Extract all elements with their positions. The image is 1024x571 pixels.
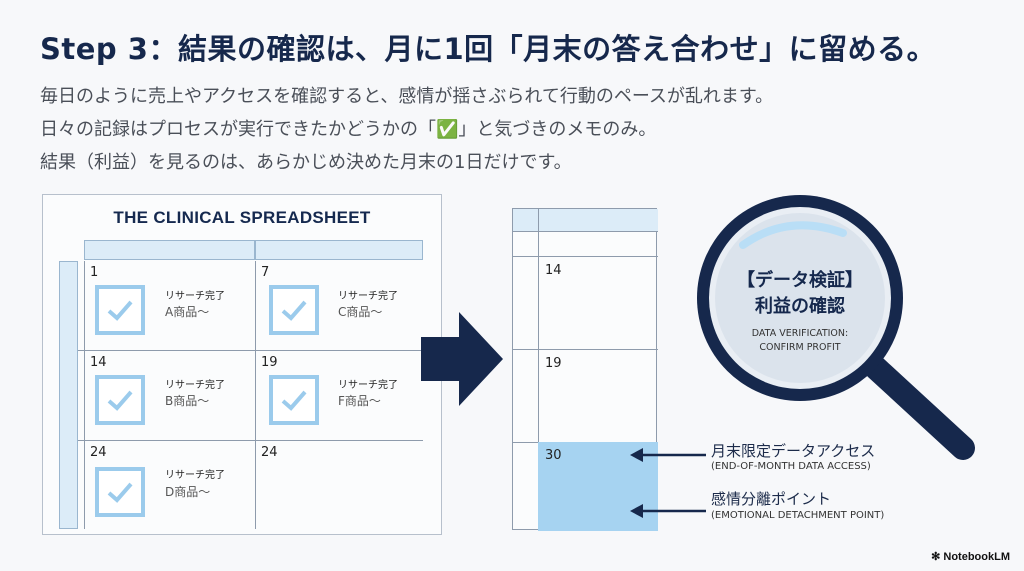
arrow-left-icon bbox=[630, 448, 706, 462]
cell-item: D商品〜 bbox=[165, 485, 211, 499]
magnifier-title-line2: 利益の確認 bbox=[755, 296, 845, 317]
magnifying-glass-icon bbox=[697, 195, 975, 460]
cell-day: 7 bbox=[261, 265, 270, 280]
grid-line bbox=[538, 209, 539, 531]
grid-line bbox=[84, 261, 85, 529]
cell-status: リサーチ完了 bbox=[165, 380, 225, 391]
cell-day: 24 bbox=[261, 445, 278, 460]
spreadsheet-header-cell bbox=[255, 240, 423, 260]
grid-line bbox=[78, 350, 423, 351]
cell-item: A商品〜 bbox=[165, 305, 210, 319]
grid-line bbox=[513, 256, 658, 257]
logo-icon: ✻ bbox=[931, 551, 944, 563]
cell-status: リサーチ完了 bbox=[338, 380, 398, 391]
spreadsheet-header-cell bbox=[84, 240, 255, 260]
spreadsheet-title: THE CLINICAL SPREADSHEET bbox=[113, 208, 371, 227]
grid-line bbox=[513, 349, 658, 350]
spreadsheet-row-header bbox=[59, 261, 78, 529]
logo-text: NotebookLM bbox=[943, 551, 1010, 563]
grid-line bbox=[78, 440, 423, 441]
arrow-left-icon bbox=[630, 504, 706, 518]
body-line-3: 結果（利益）を見るのは、あらかじめ決めた月末の1日だけです。 bbox=[40, 152, 572, 173]
body-line-1: 毎日のように売上やアクセスを確認すると、感情が揺さぶられて行動のペースが乱れます… bbox=[40, 86, 774, 107]
magnifier-en-line1: DATA VERIFICATION: bbox=[751, 328, 849, 339]
slide-title: Step 3：結果の確認は、月に1回「月末の答え合わせ」に留める。 bbox=[40, 32, 937, 66]
calendar-day: 19 bbox=[545, 356, 562, 371]
checkbox-checked-icon bbox=[95, 375, 145, 425]
checkbox-checked-icon bbox=[269, 375, 319, 425]
cell-day: 1 bbox=[90, 265, 99, 280]
checkbox-checked-icon bbox=[269, 285, 319, 335]
cell-item: B商品〜 bbox=[165, 394, 210, 408]
cell-day: 24 bbox=[90, 445, 107, 460]
cell-status: リサーチ完了 bbox=[165, 470, 225, 481]
clinical-spreadsheet: THE CLINICAL SPREADSHEET 1 リサーチ完了 A商品〜 7… bbox=[42, 194, 442, 535]
cell-item: C商品〜 bbox=[338, 305, 383, 319]
annotation-month-end-access-en: (END-OF-MONTH DATA ACCESS) bbox=[711, 461, 871, 472]
arrow-right-icon bbox=[421, 312, 503, 406]
annotation-emotional-detachment: 感情分離ポイント bbox=[711, 490, 832, 508]
checkbox-checked-icon bbox=[95, 467, 145, 517]
body-line-2: 日々の記録はプロセスが実行できたかどうかの「✅」と気づきのメモのみ。 bbox=[40, 119, 657, 140]
cell-status: リサーチ完了 bbox=[165, 291, 225, 302]
annotation-emotional-detachment-en: (EMOTIONAL DETACHMENT POINT) bbox=[711, 510, 885, 521]
calendar-header bbox=[513, 209, 658, 232]
checkbox-checked-icon bbox=[95, 285, 145, 335]
month-calendar: 14 19 30 bbox=[512, 208, 658, 531]
magnifier-title-line1: 【データ検証】 bbox=[737, 270, 863, 291]
cell-item: F商品〜 bbox=[338, 394, 381, 408]
cell-status: リサーチ完了 bbox=[338, 291, 398, 302]
notebooklm-logo: ✻ NotebookLM bbox=[931, 550, 1010, 563]
cell-day: 19 bbox=[261, 355, 278, 370]
annotation-month-end-access: 月末限定データアクセス bbox=[711, 442, 876, 460]
calendar-day: 14 bbox=[545, 263, 562, 278]
grid-line bbox=[255, 261, 256, 529]
cell-day: 14 bbox=[90, 355, 107, 370]
calendar-day: 30 bbox=[545, 448, 562, 463]
magnifier-en-line2: CONFIRM PROFIT bbox=[759, 342, 841, 353]
